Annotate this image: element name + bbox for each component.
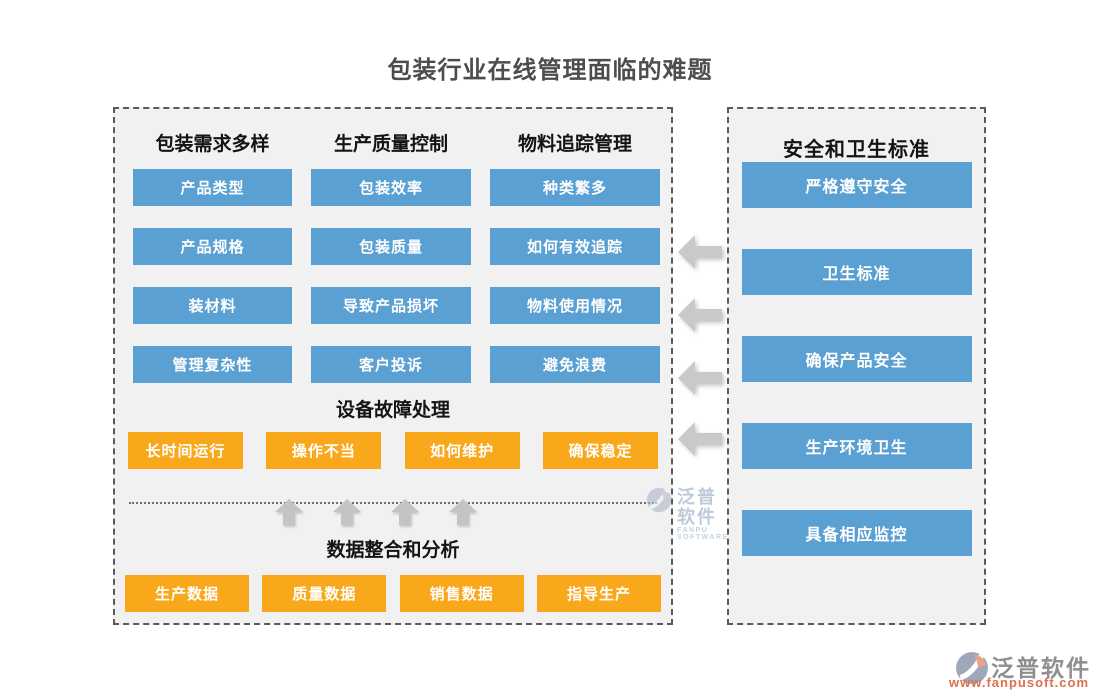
safety-chip: 确保产品安全 <box>741 336 972 382</box>
equipment-chip: 确保稳定 <box>542 432 658 469</box>
up-arrow-icon <box>333 499 361 530</box>
data-chip: 质量数据 <box>262 575 387 612</box>
equipment-chip-row: 长时间运行 操作不当 如何维护 确保稳定 <box>128 432 658 469</box>
data-chip-row: 生产数据 质量数据 销售数据 指导生产 <box>125 575 661 612</box>
column-header-material-tracking: 物料追踪管理 <box>517 134 632 155</box>
topic-chip: 导致产品损坏 <box>311 287 471 324</box>
safety-chip: 严格遵守安全 <box>741 162 972 208</box>
watermark-logo: 泛普软件 FANPU SOFTWARE <box>646 487 729 541</box>
watermark-name: 泛普软件 <box>677 487 717 527</box>
topic-chip-grid: 产品类型 包装效率 种类繁多 产品规格 包装质量 如何有效追踪 装材料 导致产品… <box>133 169 660 383</box>
equipment-chip: 操作不当 <box>266 432 382 469</box>
watermark-subtitle: FANPU SOFTWARE <box>677 527 729 541</box>
fanpu-logo-url: www.fanpusoft.com <box>949 675 1090 690</box>
fanpu-logo-name: 泛普软件 <box>991 655 1091 681</box>
safety-chip: 生产环境卫生 <box>741 423 972 469</box>
topic-chip: 管理复杂性 <box>133 346 292 383</box>
safety-chip: 卫生标准 <box>741 249 972 295</box>
left-panel: 包装需求多样 生产质量控制 物料追踪管理 产品类型 包装效率 种类繁多 产品规格… <box>113 107 727 625</box>
data-chip: 销售数据 <box>399 575 524 612</box>
safety-chip: 具备相应监控 <box>741 510 972 556</box>
topic-chip: 包装质量 <box>311 228 471 265</box>
left-arrow-icon <box>678 361 722 400</box>
right-panel: 安全和卫生标准 严格遵守安全 卫生标准 确保产品安全 生产环境卫生 具备相应监控 <box>727 107 986 625</box>
topic-chip: 避免浪费 <box>490 346 660 383</box>
topic-chip: 产品类型 <box>133 169 292 206</box>
page-title: 包装行业在线管理面临的难题 <box>387 57 713 84</box>
data-chip: 生产数据 <box>125 575 249 612</box>
equipment-chip: 长时间运行 <box>128 432 243 469</box>
watermark-logo-icon <box>646 487 672 518</box>
equipment-chip: 如何维护 <box>404 432 520 469</box>
topic-chip: 种类繁多 <box>490 169 660 206</box>
topic-chip: 如何有效追踪 <box>490 228 660 265</box>
topic-chip: 客户投诉 <box>311 346 471 383</box>
topic-chip: 物料使用情况 <box>490 287 660 324</box>
topic-chip: 产品规格 <box>133 228 292 265</box>
topic-chip: 包装效率 <box>311 169 471 206</box>
left-arrow-icon <box>678 422 722 461</box>
column-header-packaging-needs: 包装需求多样 <box>155 134 270 155</box>
dotted-divider <box>129 502 657 504</box>
up-arrow-icon <box>275 499 303 530</box>
left-arrow-icon <box>678 298 722 337</box>
fanpu-logo-icon <box>955 651 989 690</box>
data-chip: 指导生产 <box>536 575 661 612</box>
left-arrow-icon <box>678 235 722 274</box>
up-arrow-group <box>275 499 477 530</box>
topic-chip: 装材料 <box>133 287 292 324</box>
column-header-quality-control: 生产质量控制 <box>333 134 448 155</box>
section-header-equipment-failure: 设备故障处理 <box>335 400 450 421</box>
column-headers: 包装需求多样 生产质量控制 物料追踪管理 <box>133 129 660 156</box>
up-arrow-icon <box>391 499 419 530</box>
right-panel-header: 安全和卫生标准 <box>783 139 930 161</box>
up-arrow-icon <box>449 499 477 530</box>
section-header-data-analysis: 数据整合和分析 <box>326 540 460 561</box>
